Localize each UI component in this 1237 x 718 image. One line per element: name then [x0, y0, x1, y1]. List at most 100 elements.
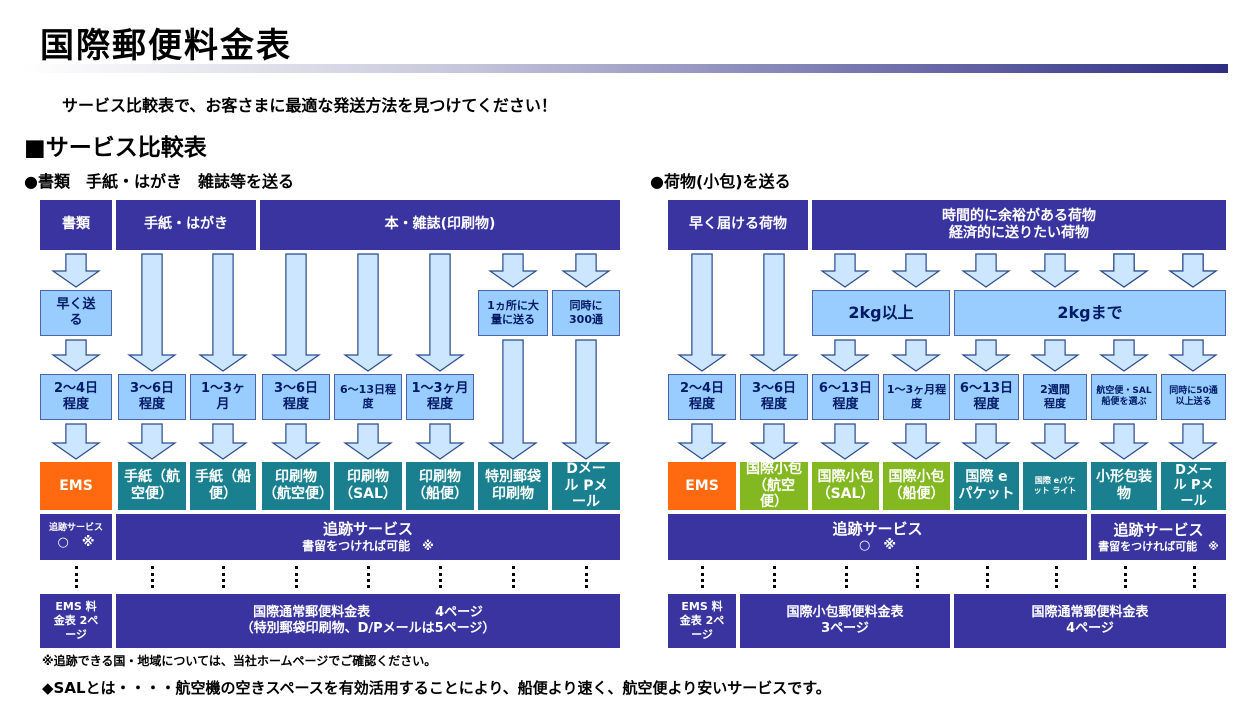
- duration-print-sal: 6～13日程度: [334, 374, 402, 420]
- duration-parcel-air: 3～6日程度: [740, 374, 808, 420]
- dotted-connector: [222, 566, 225, 588]
- down-arrow: [343, 253, 393, 372]
- down-arrow: [749, 423, 799, 460]
- down-arrow: [820, 423, 870, 460]
- down-arrow: [677, 423, 727, 460]
- header-fast-parcel: 早く届ける荷物: [668, 200, 808, 250]
- dotted-connector: [439, 566, 442, 588]
- dotted-connector: [75, 566, 78, 588]
- down-arrow: [1030, 339, 1080, 372]
- down-arrow: [271, 253, 321, 372]
- service-d-p-mail: Dメール Pメール: [552, 461, 620, 510]
- section-title: ■サービス比較表: [24, 135, 207, 161]
- down-arrow: [1168, 423, 1218, 460]
- ref-ems-left: EMS 料金表 2ページ: [40, 594, 112, 648]
- tracking-registered-right: 追跡サービス 書留をつければ可能 ※: [1091, 514, 1226, 560]
- down-arrow: [1030, 253, 1080, 288]
- sal-explanation: ◆SALとは・・・・航空機の空きスペースを有効活用することにより、船便より速く、…: [42, 679, 831, 697]
- header-documents: 書類: [40, 200, 112, 250]
- dotted-connector: [585, 566, 588, 588]
- duration-parcel-sea: 1～3ヶ月程度: [883, 374, 950, 420]
- service-print-sea: 印刷物（船便）: [406, 462, 474, 510]
- dotted-connector: [773, 566, 776, 588]
- label-50-at-once: 同時に50通以上送る: [1161, 374, 1226, 420]
- title-underline: [22, 64, 1228, 73]
- duration-print-sea: 1～3ヶ月程度: [406, 374, 474, 420]
- down-arrow: [127, 423, 177, 460]
- service-epacket-lite: 国際 eパケット ライト: [1023, 462, 1087, 510]
- duration-ems: 2～4日程度: [40, 374, 112, 420]
- dotted-connector: [151, 566, 154, 588]
- label-2kg-over: 2kg以上: [812, 290, 950, 336]
- duration-print-air: 3～6日程度: [262, 374, 330, 420]
- label-send-fast: 早く送る: [40, 290, 112, 336]
- down-arrow: [198, 423, 248, 460]
- label-300-at-once: 同時に300通: [552, 290, 620, 336]
- page-title: 国際郵便料金表: [40, 26, 292, 66]
- down-arrow: [271, 423, 321, 460]
- down-arrow: [51, 339, 101, 372]
- down-arrow: [1099, 339, 1149, 372]
- label-choose-transport: 航空便・SAL 船便を選ぶ: [1091, 374, 1157, 420]
- down-arrow: [1030, 423, 1080, 460]
- down-arrow: [488, 339, 538, 460]
- right-section-heading: ●荷物(小包)を送る: [650, 172, 791, 191]
- down-arrow: [1099, 253, 1149, 288]
- header-economy-parcel: 時間的に余裕がある荷物 経済的に送りたい荷物: [812, 200, 1226, 250]
- dotted-connector: [701, 566, 704, 588]
- service-d-p-mail-right: Dメール Pメール: [1161, 462, 1226, 510]
- dotted-connector: [367, 566, 370, 588]
- down-arrow: [677, 253, 727, 372]
- service-ems-parcel: EMS: [668, 462, 736, 510]
- down-arrow: [891, 253, 941, 288]
- down-arrow: [961, 423, 1011, 460]
- service-letter-sea: 手紙（船便）: [190, 462, 256, 510]
- down-arrow: [1099, 423, 1149, 460]
- duration-epacket: 6～13日程度: [954, 374, 1019, 420]
- dotted-connector: [916, 566, 919, 588]
- down-arrow: [343, 423, 393, 460]
- down-arrow: [820, 253, 870, 288]
- service-parcel-air: 国際小包（航空便）: [740, 461, 808, 510]
- down-arrow: [561, 253, 611, 288]
- dotted-connector: [295, 566, 298, 588]
- down-arrow: [749, 253, 799, 372]
- dotted-connector: [986, 566, 989, 588]
- label-2kg-under: 2kgまで: [954, 290, 1226, 336]
- down-arrow: [1168, 339, 1218, 372]
- duration-parcel-sal: 6～13日程度: [812, 374, 879, 420]
- service-epacket: 国際 eパケット: [954, 462, 1019, 510]
- tracking-ems-left: 追跡サービス ○ ※: [40, 514, 112, 560]
- ref-ems-right: EMS 料金表 2ページ: [668, 594, 736, 648]
- service-small-packet: 小形包装物: [1091, 462, 1157, 510]
- down-arrow: [891, 423, 941, 460]
- service-print-air: 印刷物（航空便）: [262, 462, 333, 510]
- down-arrow: [1168, 253, 1218, 288]
- tracking-right: 追跡サービス ○ ※: [668, 514, 1087, 560]
- page-subtitle: サービス比較表で、お客さまに最適な発送方法を見つけてください！: [62, 96, 557, 115]
- down-arrow: [961, 253, 1011, 288]
- duration-epacket-lite: 2週間程度: [1023, 374, 1087, 420]
- down-arrow: [51, 253, 101, 288]
- dotted-connector: [1055, 566, 1058, 588]
- label-bulk-one-place: 1ヵ所に大量に送る: [478, 290, 548, 336]
- down-arrow: [51, 423, 101, 460]
- header-letters: 手紙・はがき: [116, 200, 256, 250]
- ref-normal-right: 国際通常郵便料金表 4ページ: [954, 594, 1226, 648]
- down-arrow: [561, 339, 611, 460]
- down-arrow: [415, 423, 465, 460]
- dotted-connector: [1193, 566, 1196, 588]
- duration-ems-parcel: 2～4日程度: [668, 374, 736, 420]
- service-print-sal: 印刷物（SAL）: [334, 462, 402, 510]
- service-special-bag: 特別郵袋印刷物: [478, 462, 548, 510]
- service-ems: EMS: [40, 462, 112, 510]
- left-section-heading: ●書類 手紙・はがき 雑誌等を送る: [24, 172, 294, 191]
- service-parcel-sal: 国際小包（SAL）: [812, 462, 879, 510]
- down-arrow: [198, 253, 248, 372]
- tracking-registered-left: 追跡サービス 書留をつければ可能 ※: [116, 514, 620, 560]
- down-arrow: [891, 339, 941, 372]
- header-printed-matter: 本・雑誌(印刷物): [260, 200, 620, 250]
- duration-letter-sea: 1～3ヶ月: [190, 374, 256, 420]
- down-arrow: [127, 253, 177, 372]
- dotted-connector: [512, 566, 515, 588]
